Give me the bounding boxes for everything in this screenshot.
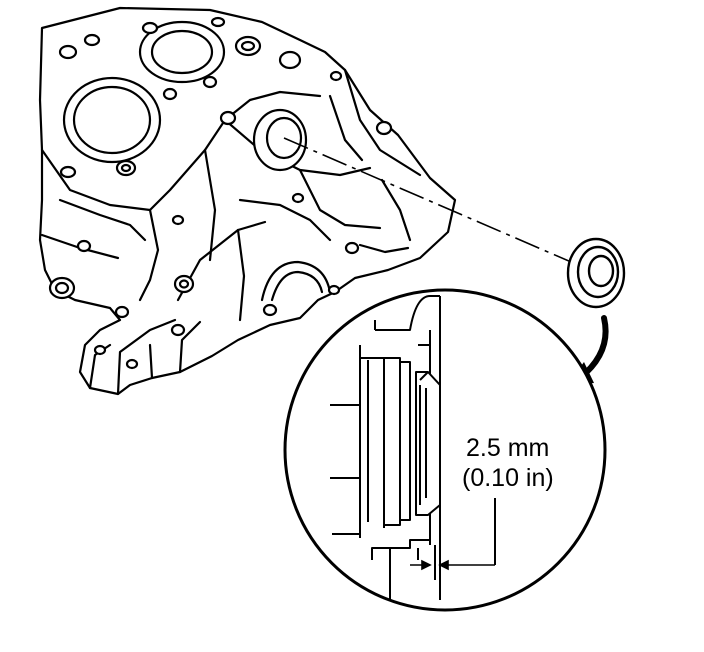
engine-block xyxy=(38,6,457,396)
cylinder-bore-1-inner xyxy=(72,85,152,155)
dimension-metric: 2.5 mm xyxy=(466,434,549,462)
crank-bore xyxy=(260,260,332,302)
installation-axis-line xyxy=(283,137,586,269)
crankshaft-rear-seal xyxy=(566,237,626,309)
detail-circle xyxy=(283,288,607,612)
dimension-imperial: (0.10 in) xyxy=(462,464,554,492)
cylinder-bore-2-inner xyxy=(150,29,214,75)
detail-view: 2.5 mm (0.10 in) xyxy=(283,288,607,612)
